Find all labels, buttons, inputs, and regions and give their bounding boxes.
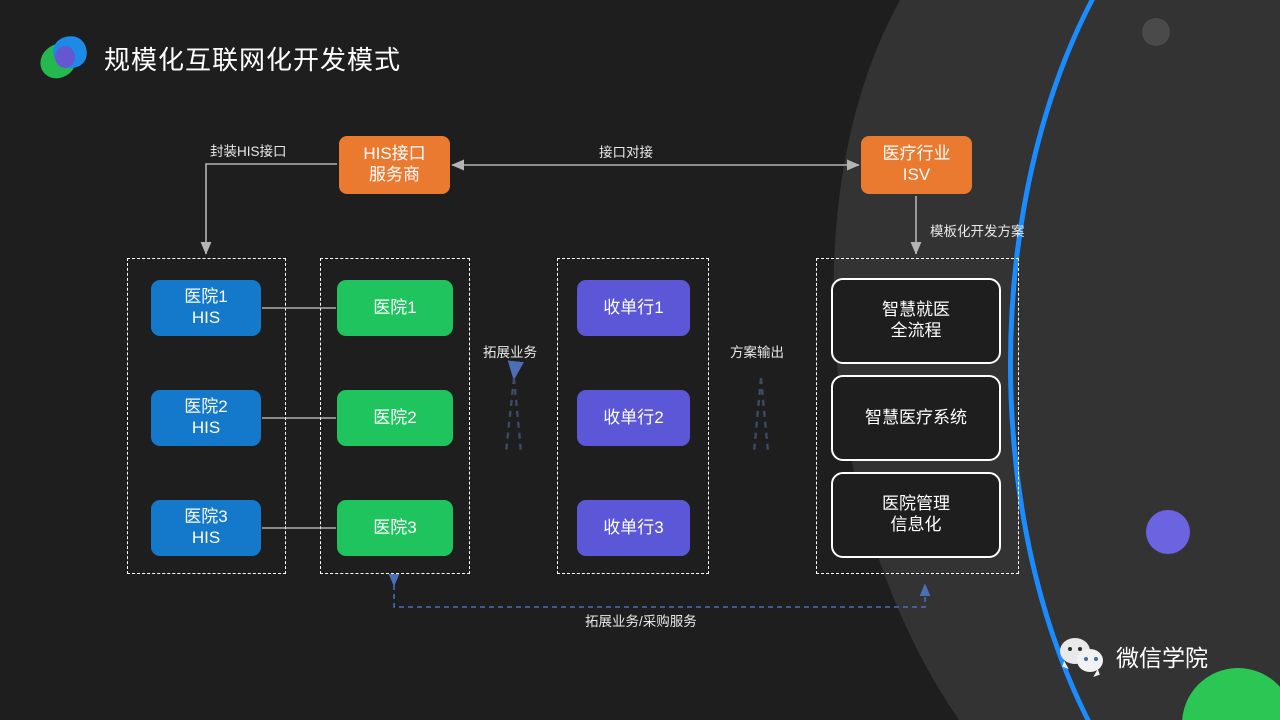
wechat-icon [1060, 638, 1106, 674]
node-hospital1[interactable]: 医院1 [337, 280, 453, 336]
decor-purple-dot [1146, 510, 1190, 554]
node-acquirer1[interactable]: 收单行1 [577, 280, 690, 336]
node-hospital2-his[interactable]: 医院2 HIS [151, 390, 261, 446]
node-hospital3-his[interactable]: 医院3 HIS [151, 500, 261, 556]
decor-dashed-double-arrow-left [504, 360, 524, 453]
node-acquirer3[interactable]: 收单行3 [577, 500, 690, 556]
slide-header: 规模化互联网化开发模式 [36, 33, 402, 82]
node-medical-isv[interactable]: 医疗行业 ISV [861, 136, 972, 194]
edge-his-hospital-pairs [262, 307, 336, 529]
edge-expand-purchase [388, 573, 931, 608]
node-hospital1-his[interactable]: 医院1 HIS [151, 280, 261, 336]
node-smart-care-flow[interactable]: 智慧就医 全流程 [831, 278, 1001, 364]
label-expand-business: 拓展业务 [483, 345, 537, 360]
label-expand-purchase: 拓展业务/采购服务 [585, 614, 697, 629]
group-acquirer [557, 258, 709, 574]
group-solutions [816, 258, 1019, 574]
node-hospital-mgmt-info[interactable]: 医院管理 信息化 [831, 472, 1001, 558]
node-hospital2[interactable]: 医院2 [337, 390, 453, 446]
decor-gray-dot [1142, 18, 1170, 46]
edge-his-to-hospital-his [200, 163, 337, 255]
wechat-brand-label: 微信学院 [1116, 645, 1208, 671]
group-hospital [320, 258, 470, 574]
decor-dashed-double-arrow-right [752, 377, 770, 453]
node-smart-medical-system[interactable]: 智慧医疗系统 [831, 375, 1001, 461]
page-title: 规模化互联网化开发模式 [104, 44, 402, 75]
wechat-brand-badge: 微信学院 [1060, 638, 1208, 674]
node-hospital3[interactable]: 医院3 [337, 500, 453, 556]
label-interface-docking: 接口对接 [599, 145, 653, 160]
background-blue-arc [1008, 0, 1280, 720]
blob-logo-icon [36, 33, 90, 82]
node-acquirer2[interactable]: 收单行2 [577, 390, 690, 446]
label-template-dev-plan: 模板化开发方案 [930, 224, 1025, 239]
node-his-provider[interactable]: HIS接口 服务商 [339, 136, 450, 194]
label-solution-output: 方案输出 [730, 345, 784, 360]
group-hospital-his [127, 258, 286, 574]
label-encapsulate-his: 封装HIS接口 [210, 144, 287, 159]
